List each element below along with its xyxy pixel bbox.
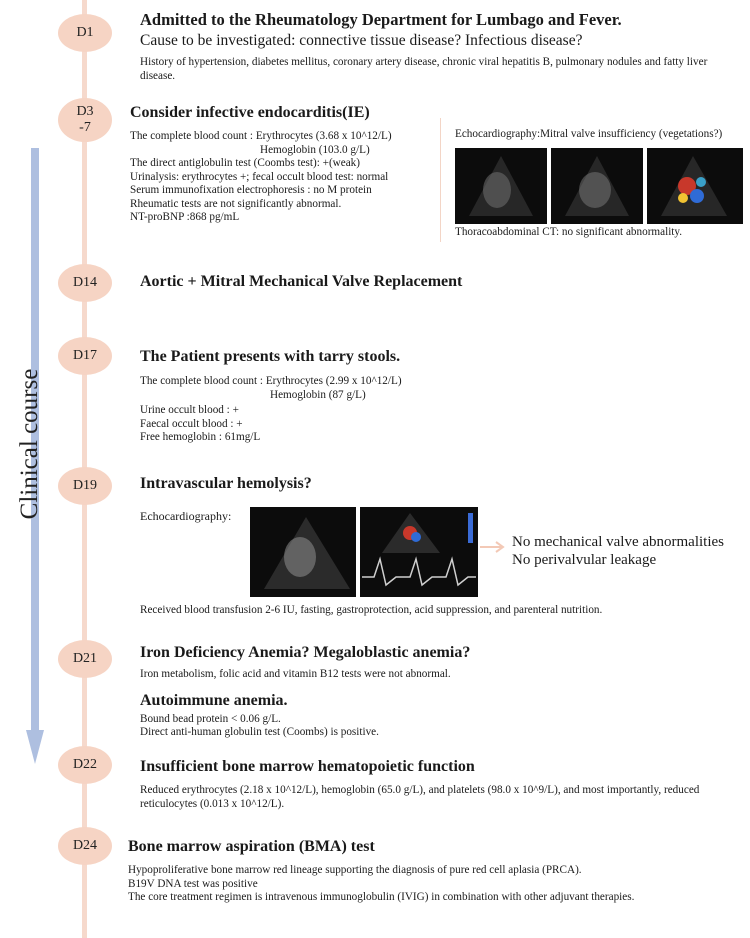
d17-line: Hemoglobin (87 g/L) xyxy=(270,388,366,401)
right-arrow xyxy=(480,541,505,553)
d24-line-3: The core treatment regimen is intravenou… xyxy=(128,891,635,903)
ct-caption: Thoracoabdominal CT: no significant abno… xyxy=(455,226,683,238)
echo-images-d19 xyxy=(250,507,478,597)
day-node-d17: D17 xyxy=(58,337,112,375)
d21-note: Iron metabolism, folic acid and vitamin … xyxy=(140,668,451,680)
d19-echo-label: Echocardiography: xyxy=(140,509,232,523)
d17-line: Faecal occult blood : + xyxy=(140,417,243,430)
d22-text: Reduced erythrocytes (2.18 x 10^12/L), h… xyxy=(140,784,700,810)
d19-finding-2: No perivalvular leakage xyxy=(512,552,657,568)
clinical-course-arrow xyxy=(26,148,44,764)
d17-title: The Patient presents with tarry stools. xyxy=(140,348,401,365)
day-node-d3: D3 -7 xyxy=(58,98,112,142)
d14-block: Aortic + Mitral Mechanical Valve Replace… xyxy=(140,273,462,291)
d21-title-2: Autoimmune anemia. xyxy=(140,691,288,709)
d19-title: Intravascular hemolysis? xyxy=(140,475,312,492)
d17-line: Free hemoglobin : 61mg/L xyxy=(140,431,261,443)
d17-labs: The complete blood count : Erythrocytes … xyxy=(140,375,640,445)
d21-line-2: Direct anti-human globulin test (Coombs)… xyxy=(140,726,379,738)
d3-line: Rheumatic tests are not significantly ab… xyxy=(130,197,342,210)
clinical-course-label: Clinical course xyxy=(16,368,43,520)
d3-block: Consider infective endocarditis(IE) The … xyxy=(130,104,450,225)
echo-images-d3 xyxy=(455,148,743,224)
d14-title: Aortic + Mitral Mechanical Valve Replace… xyxy=(140,273,463,290)
d17-block: The Patient presents with tarry stools. … xyxy=(140,348,640,445)
day-node-d19: D19 xyxy=(58,467,112,505)
day-node-d14: D14 xyxy=(58,264,112,302)
d3-line: Serum immunofixation electrophoresis : n… xyxy=(130,184,372,196)
d24-line-2: B19V DNA test was positive xyxy=(128,877,258,890)
d3-line: Hemoglobin (103.0 g/L) xyxy=(260,143,370,156)
day-node-d22: D22 xyxy=(58,746,112,784)
d19-block: Intravascular hemolysis? xyxy=(140,475,312,493)
d19-finding-1: No mechanical valve abnormalities xyxy=(512,534,724,550)
d3-line: The complete blood count : Erythrocytes … xyxy=(130,130,392,142)
d22-block: Insufficient bone marrow hematopoietic f… xyxy=(140,758,725,811)
d1-title: Admitted to the Rheumatology Department … xyxy=(140,10,622,29)
d1-block: Admitted to the Rheumatology Department … xyxy=(140,10,740,83)
d17-line: The complete blood count : Erythrocytes … xyxy=(140,375,402,387)
echo-caption: Echocardiography:Mitral valve insufficie… xyxy=(455,128,723,140)
day-node-d21: D21 xyxy=(58,640,112,678)
d3-line: The direct antiglobulin test (Coombs tes… xyxy=(130,157,361,169)
day-node-d1: D1 xyxy=(58,14,112,52)
d19-treatment: Received blood transfusion 2-6 IU, fasti… xyxy=(140,604,603,616)
d24-block: Bone marrow aspiration (BMA) test Hypopr… xyxy=(128,838,728,905)
d1-history: History of hypertension, diabetes mellit… xyxy=(140,56,708,82)
d21-title: Iron Deficiency Anemia? Megaloblastic an… xyxy=(140,644,471,661)
d17-line: Urine occult blood : + xyxy=(140,404,239,416)
d21-block: Iron Deficiency Anemia? Megaloblastic an… xyxy=(140,644,720,740)
day-node-d24: D24 xyxy=(58,827,112,865)
d24-line-1: Hypoproliferative bone marrow red lineag… xyxy=(128,864,582,876)
d3-title: Consider infective endocarditis(IE) xyxy=(130,104,370,121)
d1-subtitle: Cause to be investigated: connective tis… xyxy=(140,32,583,49)
d22-title: Insufficient bone marrow hematopoietic f… xyxy=(140,758,475,775)
d19-findings: No mechanical valve abnormalities No per… xyxy=(512,533,724,569)
d24-title: Bone marrow aspiration (BMA) test xyxy=(128,838,375,855)
d3-line: Urinalysis: erythrocytes +; fecal occult… xyxy=(130,170,389,183)
d3-labs: The complete blood count : Erythrocytes … xyxy=(130,130,450,225)
d3-imaging-panel: Echocardiography:Mitral valve insufficie… xyxy=(440,118,743,242)
d3-line: NT-proBNP :868 pg/mL xyxy=(130,211,240,223)
d21-line-1: Bound bead protein < 0.06 g/L. xyxy=(140,712,281,725)
